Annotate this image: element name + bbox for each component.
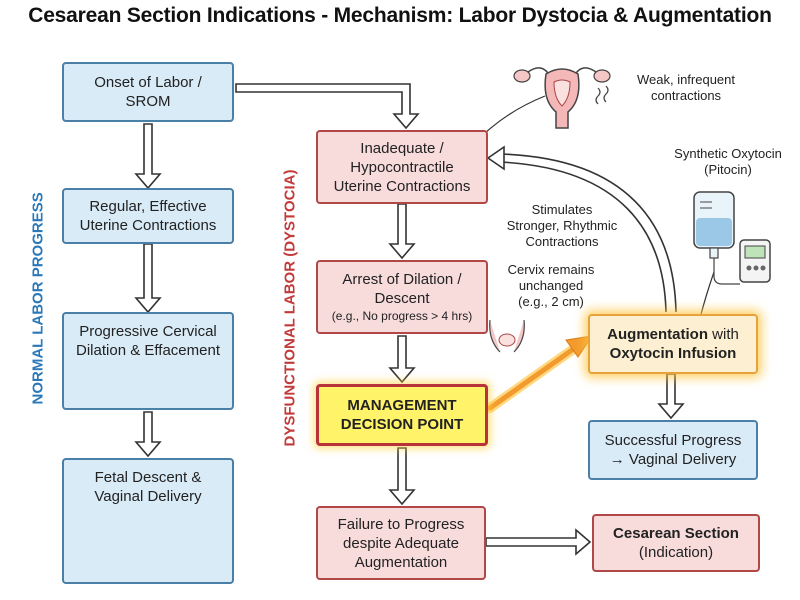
page-title: Cesarean Section Indications - Mechanism… (28, 4, 772, 27)
dilation-line-2: Dilation & Effacement (76, 342, 220, 359)
arrest-line-1: Arrest of Dilation / (342, 271, 462, 288)
stimulates-note: Stimulates Stronger, Rhythmic Contractio… (492, 202, 632, 250)
cesarean-section-box: Cesarean Section (Indication) (592, 514, 760, 572)
arrow-decision-to-augmentation (485, 335, 594, 413)
regular-line-1: Regular, Effective (89, 198, 207, 215)
regular-contractions-box: Regular, Effective Uterine Contractions (62, 188, 234, 244)
weak-note-line (483, 95, 546, 135)
failure-to-progress-box: Failure to Progress despite Adequate Aug… (316, 506, 486, 580)
weak-line-1: Weak, infrequent (636, 72, 736, 87)
oxytocin-line (699, 271, 715, 319)
fetal-descent-box: Fetal Descent & Vaginal Delivery (62, 458, 234, 584)
cervix-line-1: Cervix remains (507, 262, 595, 277)
inadequate-contractions-box: Inadequate / Hypocontractile Uterine Con… (316, 130, 488, 204)
iv-bag-pump-icon (693, 191, 771, 285)
inadequate-line-1: Inadequate / (360, 139, 444, 157)
success-line-2: → Vaginal Delivery (609, 451, 737, 468)
inadequate-line-3: Uterine Contractions (333, 177, 471, 195)
augmentation-bold: Augmentation (607, 326, 708, 343)
weak-line-2: contractions (650, 88, 722, 103)
weak-contractions-note: Weak, infrequent contractions (626, 72, 746, 104)
descent-line-2: Vaginal Delivery (94, 488, 202, 505)
stimulates-line-1: Stimulates (531, 202, 593, 217)
arrow-arrest-to-decision (388, 335, 416, 384)
augmentation-box: Augmentation with Oxytocin Infusion (588, 314, 758, 374)
onset-line-2: SROM (125, 93, 171, 110)
inadequate-line-2: Hypocontractile (350, 158, 454, 176)
arrow-failure-to-cesarean (485, 528, 592, 556)
oxytocin-line-1: Synthetic Oxytocin (674, 146, 782, 161)
arrest-of-dilation-box: Arrest of Dilation / Descent (e.g., No p… (316, 260, 488, 334)
failure-line-2: despite Adequate (343, 534, 459, 552)
onset-of-labor-box: Onset of Labor / SROM (62, 62, 234, 122)
arrow-inadequate-to-arrest (388, 203, 416, 260)
cesarean-sub: (Indication) (638, 544, 714, 561)
dysfunctional-lane-label: DYSFUNCTIONAL LABOR (DYSTOCIA) (281, 169, 299, 447)
onset-line-1: Onset of Labor / (94, 74, 202, 91)
stimulates-line-3: Contractions (525, 234, 599, 249)
cesarean-title: Cesarean Section (613, 525, 739, 542)
arrest-sub: (e.g., No progress > 4 hrs) (331, 309, 473, 323)
arrest-line-2: Descent (374, 290, 430, 307)
arrow-regular-to-dilation (134, 243, 162, 314)
uterus-icon (513, 67, 611, 129)
augmentation-line-2: Oxytocin Infusion (609, 345, 737, 362)
success-line-1: Successful Progress (604, 432, 742, 449)
management-decision-box: MANAGEMENT DECISION POINT (316, 384, 488, 446)
cervix-note: Cervix remains unchanged (e.g., 2 cm) (496, 262, 606, 310)
failure-line-3: Augmentation (354, 553, 448, 571)
cervix-line-2: unchanged (518, 278, 584, 293)
normal-lane-label: NORMAL LABOR PROGRESS (29, 192, 47, 405)
oxytocin-line-2: (Pitocin) (704, 162, 752, 177)
dilation-line-1: Progressive Cervical (79, 323, 217, 340)
cervix-icon (489, 319, 525, 353)
augmentation-line-1: Augmentation with (607, 325, 739, 344)
decision-line-1: MANAGEMENT (347, 397, 457, 414)
arrow-augmentation-to-success (657, 373, 685, 420)
arrow-onset-to-regular (134, 123, 162, 190)
cervical-dilation-box: Progressive Cervical Dilation & Effaceme… (62, 312, 234, 410)
successful-progress-box: Successful Progress → Vaginal Delivery (588, 420, 758, 480)
failure-line-1: Failure to Progress (337, 515, 465, 533)
oxytocin-note: Synthetic Oxytocin (Pitocin) (664, 146, 792, 178)
augmentation-with: with (707, 326, 739, 343)
arrow-feedback-stimulates (486, 145, 677, 313)
stimulates-line-2: Stronger, Rhythmic (506, 218, 618, 233)
arrow-decision-to-failure (388, 447, 416, 506)
arrow-dilation-to-descent (134, 411, 162, 458)
arrow-onset-to-inadequate (235, 83, 420, 130)
cervix-line-3: (e.g., 2 cm) (518, 294, 584, 309)
descent-line-1: Fetal Descent & (94, 469, 202, 486)
decision-line-2: DECISION POINT (340, 416, 464, 433)
regular-line-2: Uterine Contractions (79, 217, 217, 234)
